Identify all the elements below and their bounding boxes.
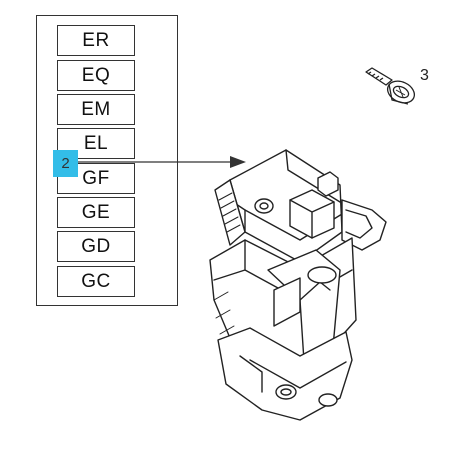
variant-list-frame xyxy=(36,15,178,306)
variant-code-box: GC xyxy=(57,266,135,297)
variant-code-box: EM xyxy=(57,94,135,125)
variant-code: EM xyxy=(81,98,111,120)
variant-code-box: ER xyxy=(57,25,135,56)
leader-arrow xyxy=(78,156,246,168)
part-callout-3[interactable]: 3 xyxy=(420,67,429,84)
part-callout-2[interactable]: 2 xyxy=(53,150,78,177)
door-lock-actuator-icon xyxy=(209,149,387,421)
variant-code-box: EQ xyxy=(57,60,135,91)
variant-code-box: GD xyxy=(57,231,135,262)
variant-code-box: GE xyxy=(57,197,135,228)
variant-code: EL xyxy=(83,132,109,154)
variant-code: ER xyxy=(82,29,110,51)
variant-code: GD xyxy=(81,235,111,257)
variant-code: GE xyxy=(81,201,111,223)
variant-code: GC xyxy=(81,270,111,292)
variant-code: GF xyxy=(82,167,110,189)
screw-icon xyxy=(365,67,416,105)
variant-code-box: GF xyxy=(57,163,135,194)
variant-code: EQ xyxy=(81,64,111,86)
